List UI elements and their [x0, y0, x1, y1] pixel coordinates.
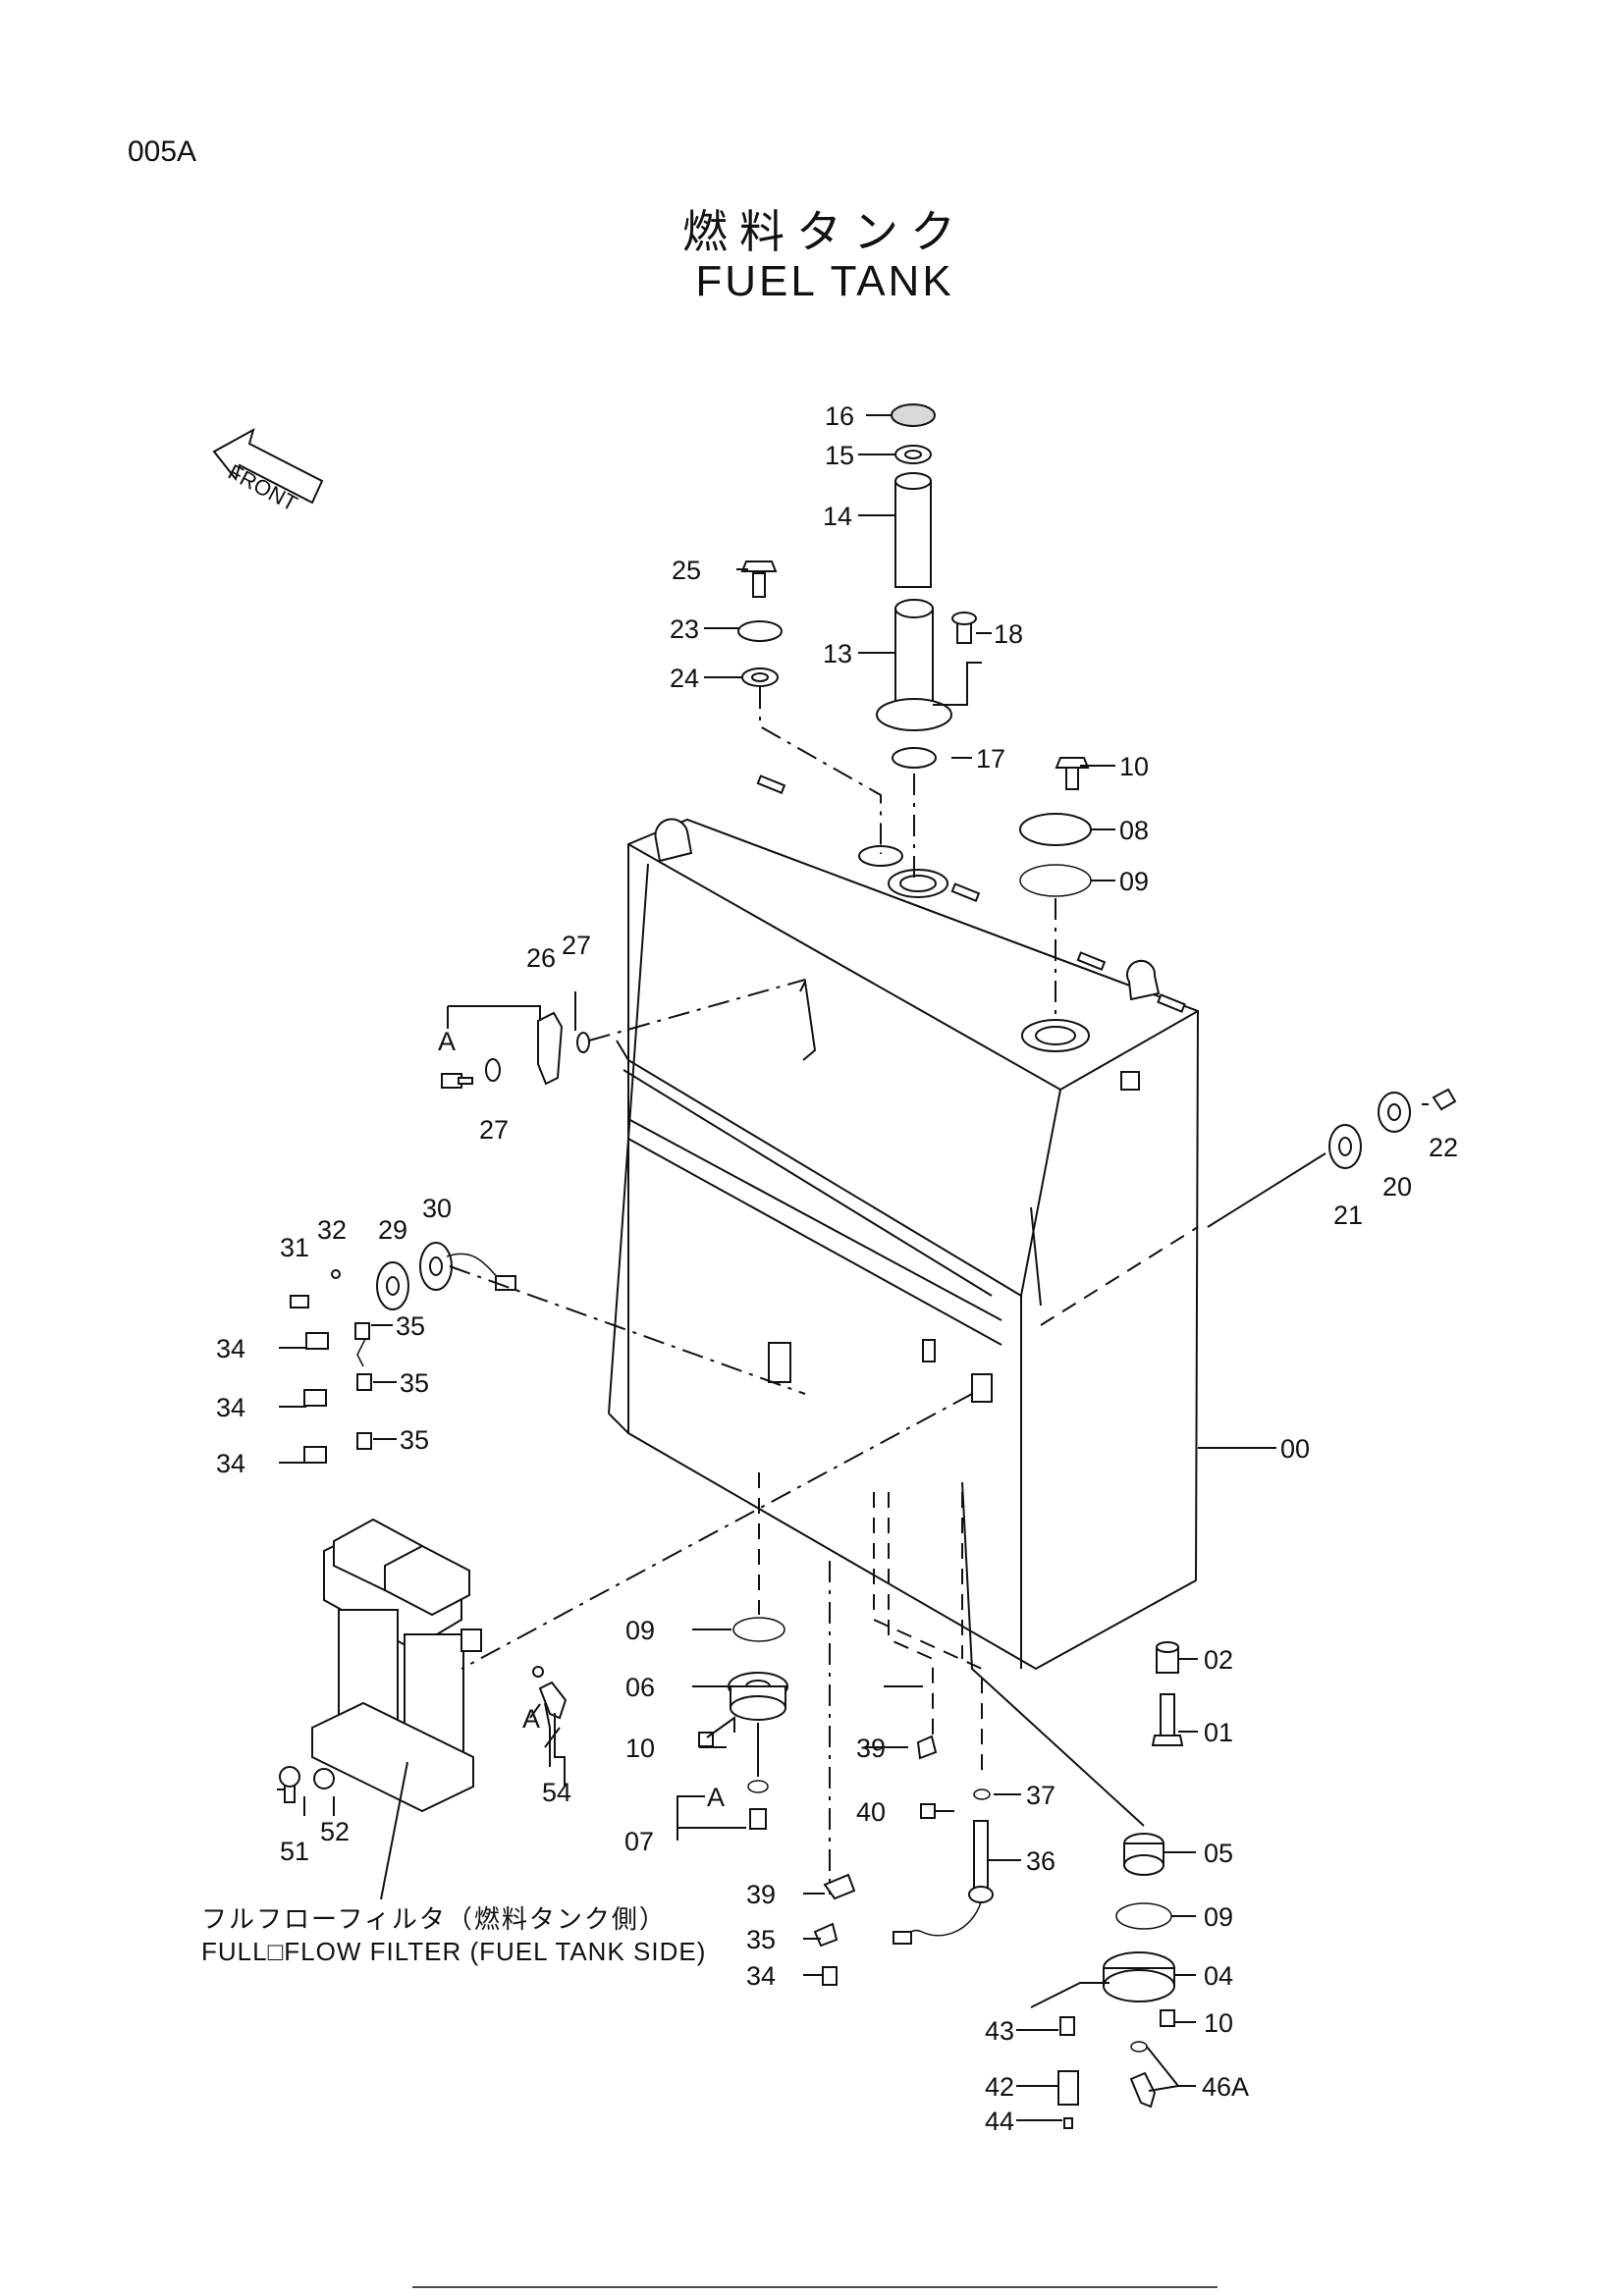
- page-code: 005A: [128, 135, 197, 168]
- callout-label: 46A: [1202, 2072, 1249, 2102]
- fuel-tank-body: [608, 774, 1200, 1671]
- title-english: FUEL TANK: [695, 257, 954, 305]
- callout-label: 21: [1333, 1201, 1363, 1230]
- callout-label: 16: [825, 401, 854, 431]
- full-flow-filter: [279, 1518, 568, 1813]
- callout-label: 10: [625, 1734, 655, 1763]
- callout-label: 27: [479, 1115, 509, 1145]
- side-flange-assembly: [1328, 1088, 1457, 1169]
- callout-label: 35: [746, 1925, 776, 1954]
- callout-label: 34: [216, 1393, 245, 1422]
- callout-label: 10: [1204, 2008, 1233, 2038]
- callout-label: 34: [216, 1449, 245, 1478]
- callout-label: 09: [1204, 1902, 1233, 1932]
- callout-label: 10: [1119, 752, 1149, 781]
- callout-label: 31: [280, 1233, 309, 1262]
- callout-label: 54: [542, 1778, 571, 1807]
- callout-label: 09: [625, 1616, 655, 1645]
- callout-label: 08: [1119, 816, 1149, 845]
- callout-labels: 16 15 14 25 23 24 13 18 17 10 08 09 26 2…: [216, 401, 1458, 2136]
- drain-cover-assembly: [698, 1617, 788, 1830]
- inspection-cover: [1019, 757, 1092, 897]
- callout-label: 39: [746, 1880, 776, 1909]
- callout-label: 20: [1382, 1172, 1412, 1201]
- callout-label: 26: [526, 943, 556, 973]
- callout-label: A: [438, 1027, 456, 1056]
- callout-label: 07: [624, 1827, 654, 1856]
- fuel-sender-group: [290, 1242, 516, 1464]
- callout-label: 37: [1026, 1781, 1056, 1810]
- callout-label: 32: [317, 1215, 347, 1245]
- callout-label: 01: [1204, 1718, 1233, 1747]
- callout-label: 13: [823, 639, 852, 668]
- callout-label: 52: [320, 1817, 350, 1846]
- callout-label: 36: [1026, 1846, 1056, 1876]
- callout-label: 40: [856, 1797, 886, 1827]
- callout-label: 43: [985, 2016, 1014, 2046]
- callout-label: 05: [1204, 1839, 1233, 1868]
- callout-label: 02: [1204, 1645, 1233, 1675]
- callout-label: A: [522, 1704, 540, 1734]
- filter-caption-english: FULL□FLOW FILTER (FUEL TANK SIDE): [201, 1937, 707, 1966]
- filler-neck-assembly: [876, 403, 977, 769]
- callout-label: 29: [378, 1215, 407, 1245]
- callout-label: 14: [823, 502, 852, 531]
- callout-label: 35: [396, 1311, 425, 1341]
- callout-label: 09: [1119, 867, 1149, 896]
- callout-label: 34: [216, 1334, 245, 1363]
- callout-label: 18: [994, 619, 1023, 649]
- callout-label: 39: [856, 1734, 886, 1763]
- callout-label: 34: [746, 1961, 776, 1991]
- level-sensor-assembly: [813, 1735, 994, 1986]
- top-plug-assembly: [737, 561, 783, 687]
- callout-label: 15: [825, 441, 854, 470]
- callout-label: 00: [1280, 1434, 1310, 1464]
- callout-label: 35: [400, 1425, 429, 1455]
- bracket-assembly: [441, 1011, 590, 1089]
- callout-label: A: [707, 1783, 725, 1812]
- leader-lines: [277, 414, 1429, 2121]
- callout-label: 51: [280, 1837, 309, 1866]
- front-arrow-icon: [212, 427, 324, 505]
- callout-label: 35: [400, 1368, 429, 1398]
- title-japanese: 燃料タンク: [682, 205, 967, 258]
- callout-label: 06: [625, 1673, 655, 1702]
- callout-label: 24: [670, 664, 699, 693]
- callout-label: 42: [985, 2072, 1014, 2102]
- callout-label: 30: [422, 1194, 452, 1223]
- callout-label: 25: [672, 556, 701, 585]
- filter-caption-japanese: フルフローフィルタ（燃料タンク側）: [201, 1905, 667, 1935]
- callout-label: 04: [1204, 1961, 1233, 1991]
- callout-label: 44: [985, 2107, 1014, 2136]
- drain-valve-assembly: [1057, 1641, 1184, 2129]
- callout-label: 22: [1429, 1133, 1458, 1162]
- callout-label: 23: [670, 614, 699, 644]
- callout-label: 17: [976, 744, 1005, 774]
- callout-label: 27: [562, 931, 591, 960]
